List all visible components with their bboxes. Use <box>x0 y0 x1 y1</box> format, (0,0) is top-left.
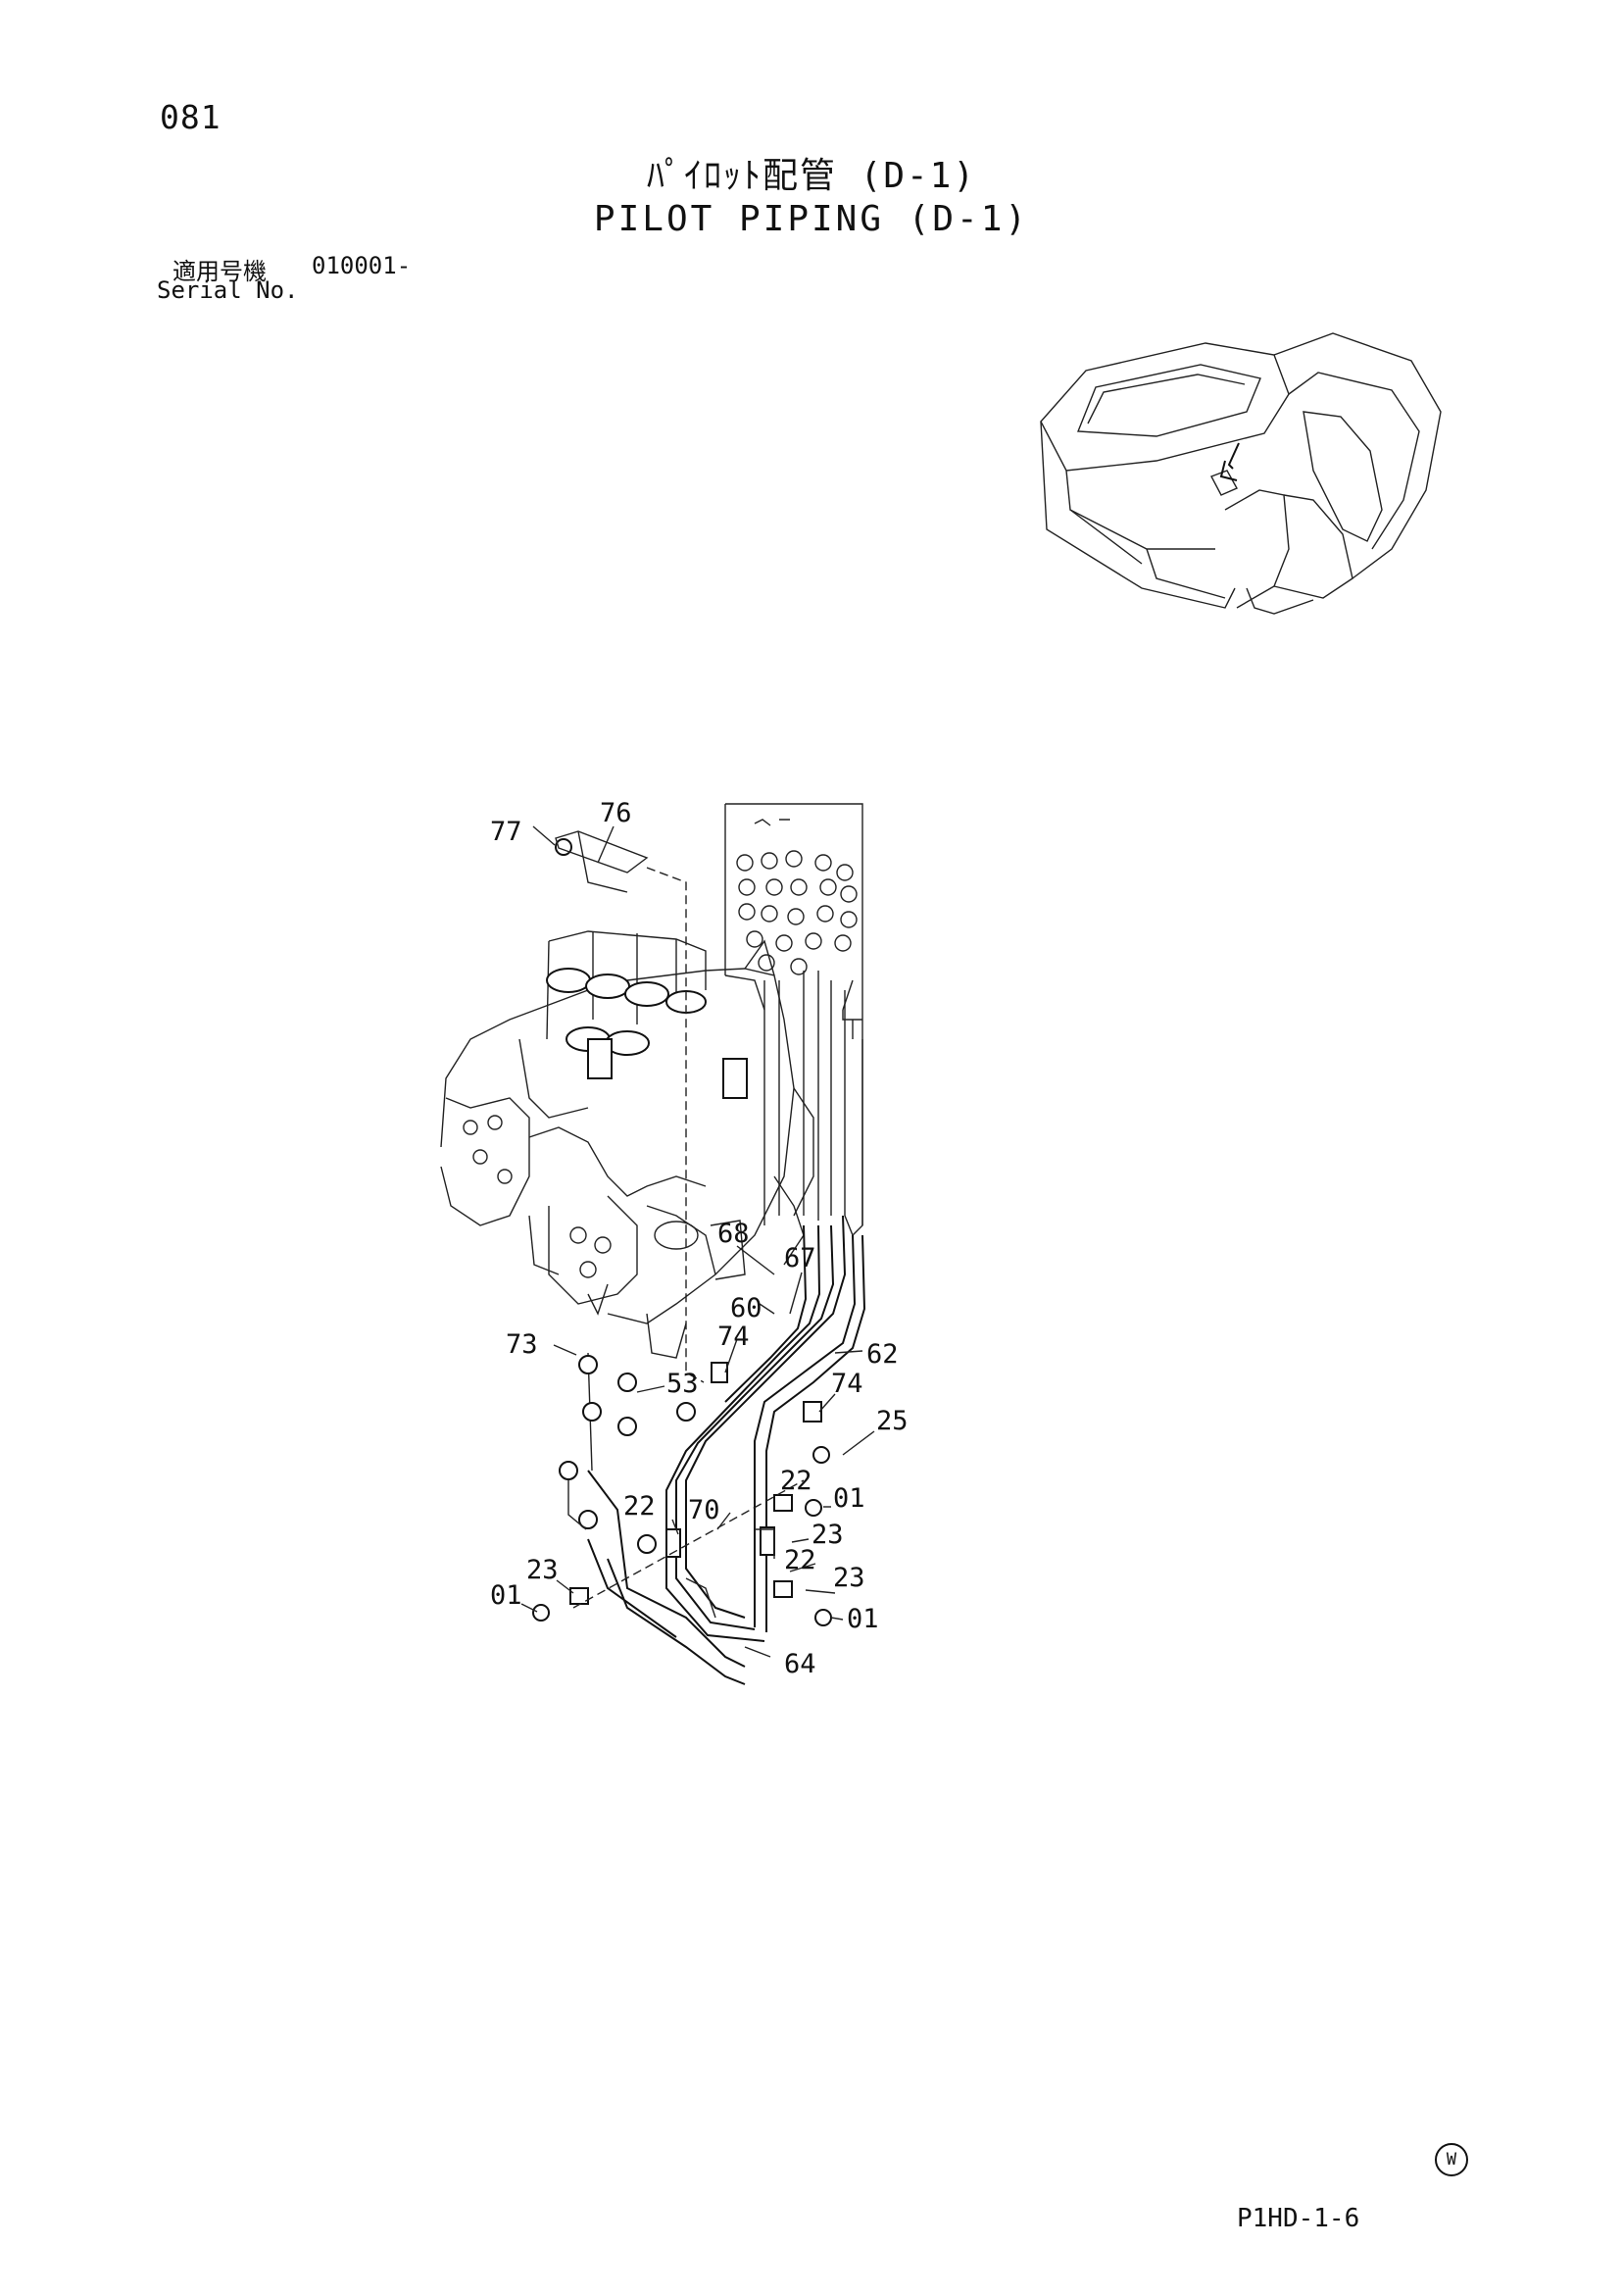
callout-73: 73 <box>506 1329 538 1360</box>
callout-62: 62 <box>866 1339 899 1370</box>
serial-number-value: 010001- <box>312 252 412 279</box>
callout-74-upper: 74 <box>717 1322 750 1352</box>
callout-01-lower: 01 <box>847 1604 879 1634</box>
callout-leaders <box>520 825 875 1658</box>
serial-label-japanese: 適用号機 <box>172 258 267 285</box>
callout-01-left: 01 <box>490 1580 522 1611</box>
callout-67: 67 <box>784 1243 816 1273</box>
callout-70: 70 <box>688 1495 720 1525</box>
machine-locator-illustration <box>1040 332 1442 615</box>
valve-assembly-illustration <box>440 930 814 1359</box>
callout-64: 64 <box>784 1649 816 1679</box>
callout-74-lower: 74 <box>831 1369 863 1399</box>
callout-68: 68 <box>717 1219 750 1249</box>
pilot-block-illustration <box>724 803 863 1236</box>
serial-label: Serial No. <box>157 276 299 304</box>
callout-numbers: 77 76 68 67 60 74 62 73 53 74 25 22 01 2… <box>490 798 909 1679</box>
fittings-illustration <box>532 830 832 1626</box>
callout-23-upper: 23 <box>812 1520 844 1550</box>
callout-76: 76 <box>600 798 632 828</box>
page-title: PILOT PIPING (D-1) <box>593 199 1030 239</box>
callout-01-top: 01 <box>833 1483 865 1514</box>
callout-77: 77 <box>490 817 522 847</box>
callout-22-left: 22 <box>623 1491 656 1522</box>
page-title-japanese: ﾊﾟｲﾛｯﾄ配管 (D-1) <box>646 156 977 196</box>
callout-25: 25 <box>876 1406 909 1436</box>
callout-22-lower: 22 <box>784 1545 816 1575</box>
pilot-hoses-illustration <box>587 1215 866 1685</box>
callout-22-top: 22 <box>780 1466 812 1496</box>
callout-23-lower: 23 <box>833 1563 865 1593</box>
callout-60: 60 <box>730 1293 762 1323</box>
callout-53: 53 <box>666 1369 699 1399</box>
callout-23-left: 23 <box>526 1555 559 1585</box>
page-code: P1HD-1-6 <box>1237 2204 1360 2233</box>
page-number: 081 <box>160 98 221 136</box>
watermark-symbol: W <box>1435 2143 1468 2176</box>
